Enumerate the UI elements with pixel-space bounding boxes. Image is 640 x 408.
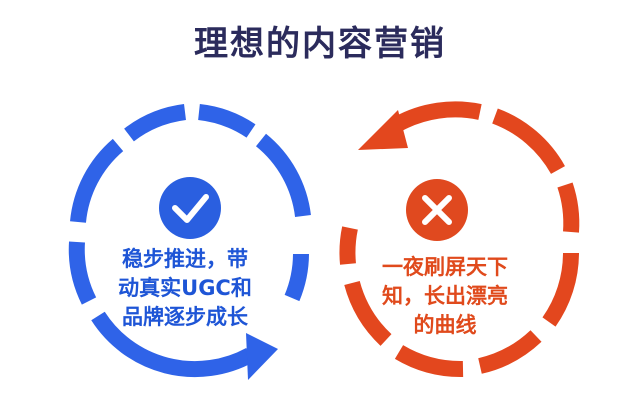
close-icon <box>406 179 468 241</box>
left-cycle-caption: 稳步推进，带 动真实UGC和 品牌逐步成长 <box>105 245 265 332</box>
page-title: 理想的内容营销 <box>194 24 446 64</box>
right-cycle-ring <box>339 101 580 378</box>
caption-line: 的曲线 <box>413 313 477 337</box>
caption-line: 一夜刷屏天下 <box>382 255 508 279</box>
right-cycle-caption: 一夜刷屏天下 知，长出漂亮 的曲线 <box>360 253 530 340</box>
caption-line: 品牌逐步成长 <box>122 305 248 329</box>
right-cycle-arrowhead <box>358 110 408 150</box>
left-cycle-arrowhead <box>246 333 278 380</box>
caption-line: 稳步推进，带 <box>122 247 248 271</box>
caption-line: 知，长出漂亮 <box>382 284 508 308</box>
left-cycle-ring <box>68 104 311 378</box>
caption-line: 动真实UGC和 <box>118 276 252 300</box>
check-icon <box>159 177 221 239</box>
